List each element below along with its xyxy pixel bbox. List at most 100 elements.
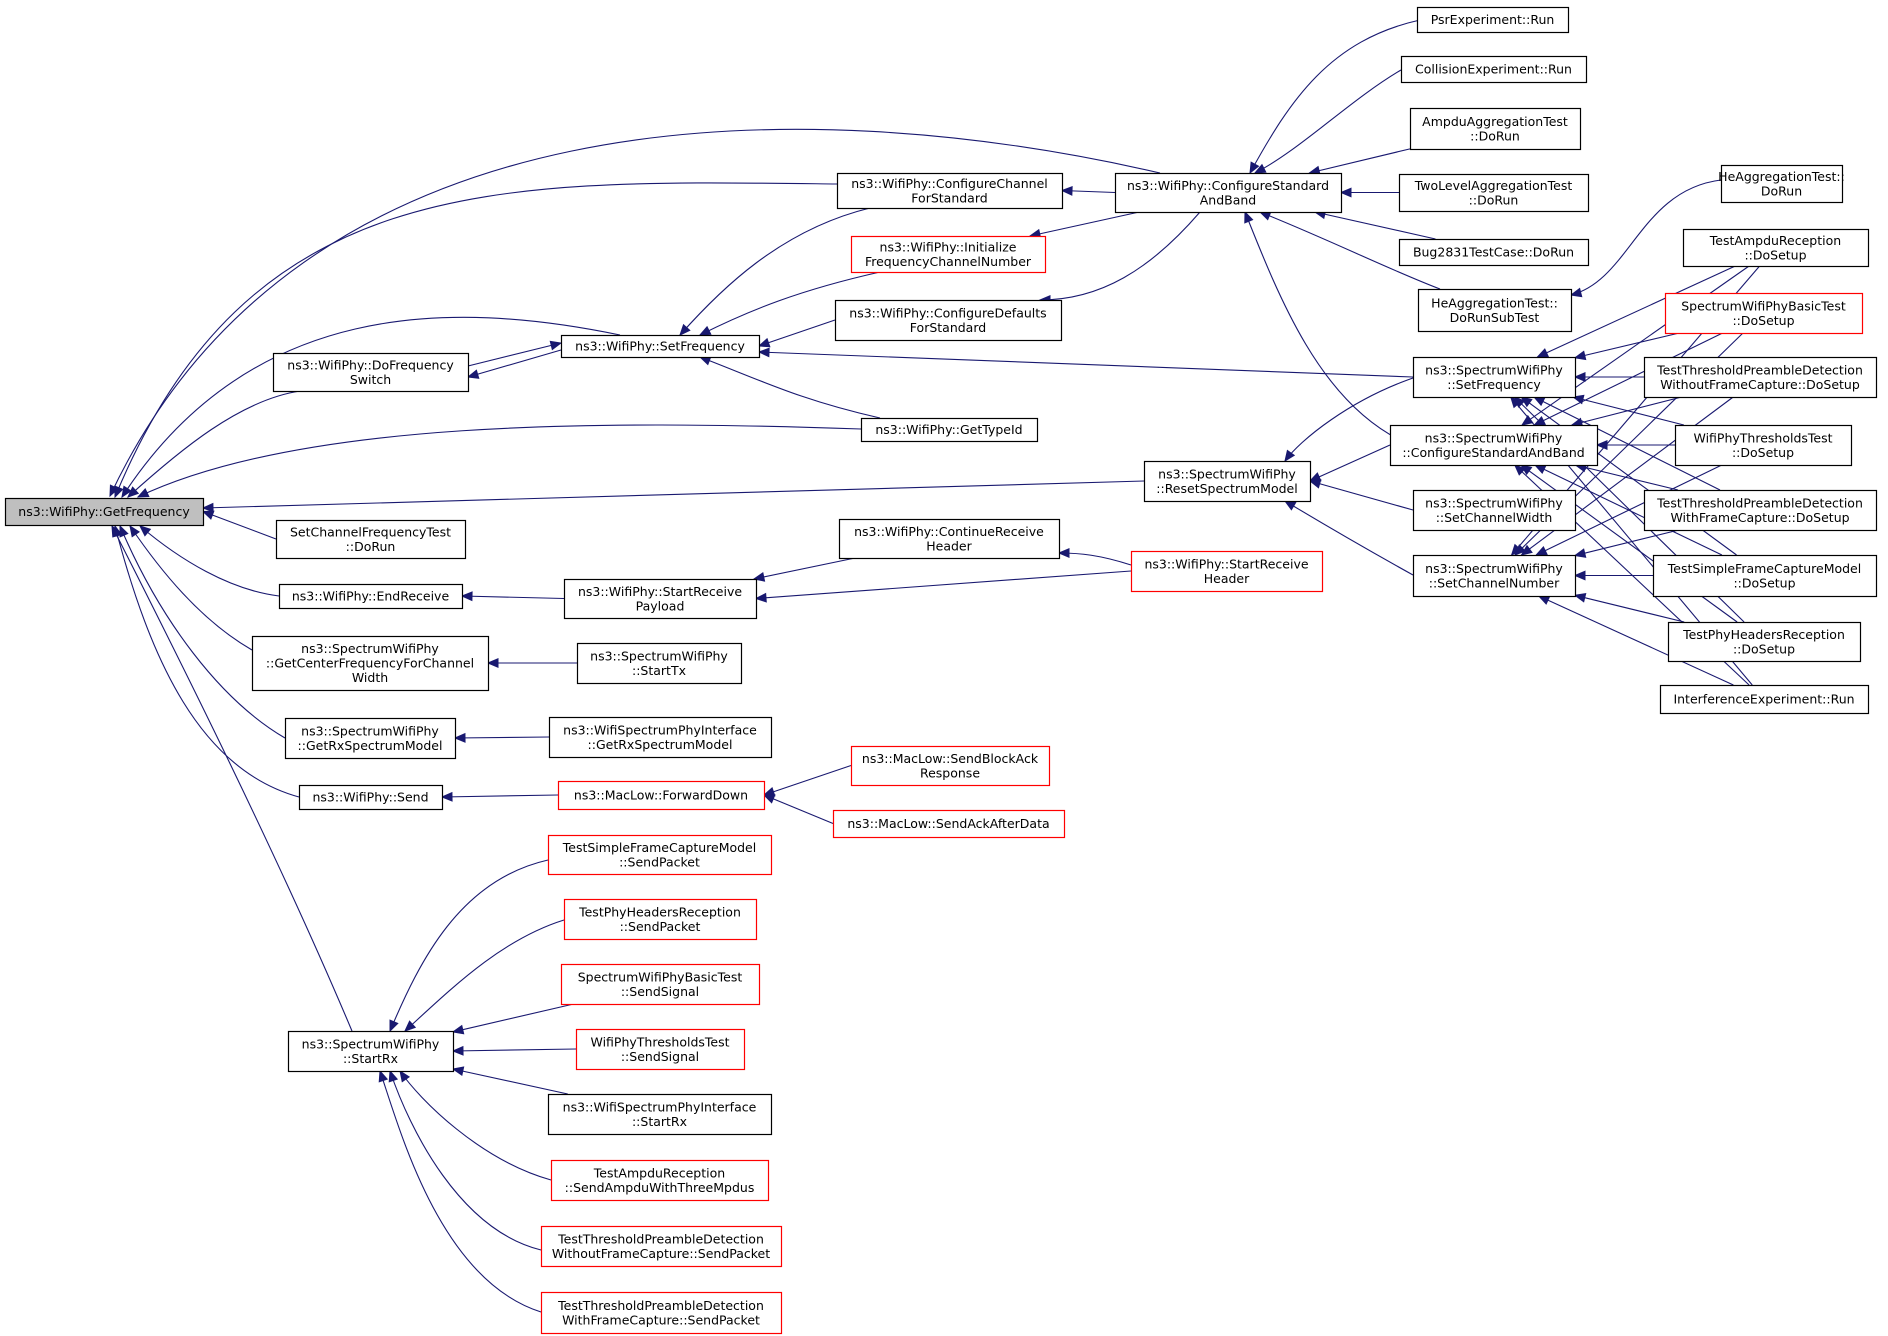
node-endrecv-box[interactable] (278, 583, 464, 610)
node-swpbasicsetup-box[interactable] (1664, 292, 1864, 335)
node-ttpdw_send[interactable]: TestThresholdPreambleDetectionWithFrameC… (540, 1291, 783, 1335)
node-bug2831-box[interactable] (1398, 238, 1590, 267)
node-getcenter-box[interactable] (251, 635, 490, 692)
node-tsfcm[interactable]: TestSimpleFrameCaptureModel::DoSetup (1652, 554, 1878, 598)
node-send-box[interactable] (298, 784, 444, 811)
node-startrecvhdr-box[interactable] (1130, 550, 1324, 593)
node-swpbasicsetup[interactable]: SpectrumWifiPhyBasicTest::DoSetup (1664, 292, 1864, 335)
node-tphr-box[interactable] (1667, 621, 1862, 663)
node-swpbasic_sig[interactable]: SpectrumWifiPhyBasicTest::SendSignal (560, 963, 761, 1006)
node-ttpdw_send-box[interactable] (540, 1291, 783, 1335)
node-wifithr_sig[interactable]: WifiPhyThresholdsTest::SendSignal (575, 1028, 746, 1071)
node-fwddown[interactable]: ns3::MacLow::ForwardDown (557, 780, 766, 811)
node-startrecvpl-box[interactable] (563, 578, 758, 620)
node-contrecvhdr-box[interactable] (838, 518, 1061, 560)
node-startrx-box[interactable] (287, 1030, 455, 1073)
node-tampdu_send-box[interactable] (550, 1159, 770, 1202)
node-cfgstd-box[interactable] (1114, 172, 1343, 214)
node-sendackafter-box[interactable] (832, 809, 1066, 839)
node-ttpdwo_send-box[interactable] (540, 1225, 783, 1268)
node-wifithr-box[interactable] (1674, 424, 1853, 467)
node-getrxspec[interactable]: ns3::SpectrumWifiPhy::GetRxSpectrumModel (284, 717, 457, 760)
node-swpstarttx[interactable]: ns3::SpectrumWifiPhy::StartTx (576, 642, 743, 685)
node-heaggsub[interactable]: HeAggregationTest::DoRunSubTest (1417, 288, 1573, 333)
node-setchfreqtest[interactable]: SetChannelFrequencyTest::DoRun (275, 519, 467, 560)
node-send[interactable]: ns3::WifiPhy::Send (298, 784, 444, 811)
node-interf[interactable]: InterferenceExperiment::Run (1659, 684, 1870, 715)
node-swpreset[interactable]: ns3::SpectrumWifiPhy::ResetSpectrumModel (1143, 460, 1312, 503)
node-swpsetfreq[interactable]: ns3::SpectrumWifiPhy::SetFrequency (1412, 356, 1577, 399)
node-tsfcm-box[interactable] (1652, 554, 1878, 598)
node-tphr[interactable]: TestPhyHeadersReception::DoSetup (1667, 621, 1862, 663)
node-coll[interactable]: CollisionExperiment::Run (1400, 55, 1588, 84)
node-setfreq[interactable]: ns3::WifiPhy::SetFrequency (560, 334, 761, 359)
node-endrecv[interactable]: ns3::WifiPhy::EndReceive (278, 583, 464, 610)
node-swpcfgstd-box[interactable] (1389, 424, 1599, 467)
node-swpreset-box[interactable] (1143, 460, 1312, 503)
node-getcenter[interactable]: ns3::SpectrumWifiPhy::GetCenterFrequency… (251, 635, 490, 692)
node-twolevel-box[interactable] (1398, 173, 1590, 213)
node-getfreq[interactable]: ns3::WifiPhy::GetFrequency (4, 497, 205, 527)
node-ttpdwo_send[interactable]: TestThresholdPreambleDetectionWithoutFra… (540, 1225, 783, 1268)
node-interf-box[interactable] (1659, 684, 1870, 715)
node-swpbasic_sig-box[interactable] (560, 963, 761, 1006)
node-ttpdwo[interactable]: TestThresholdPreambleDetectionWithoutFra… (1643, 356, 1878, 399)
node-fwddown-box[interactable] (557, 780, 766, 811)
node-heaggrun[interactable]: HeAggregationTest::DoRun (1718, 164, 1845, 204)
node-psr[interactable]: PsrExperiment::Run (1416, 6, 1570, 34)
node-startrx[interactable]: ns3::SpectrumWifiPhy::StartRx (287, 1030, 455, 1073)
node-psr-box[interactable] (1416, 6, 1570, 34)
node-heaggsub-box[interactable] (1417, 288, 1573, 333)
node-swpsetcn-box[interactable] (1412, 554, 1577, 598)
node-getrxspec-box[interactable] (284, 717, 457, 760)
node-wspi_getrx[interactable]: ns3::WifiSpectrumPhyInterface::GetRxSpec… (548, 716, 773, 759)
node-sendblockack-box[interactable] (850, 745, 1051, 787)
node-wspi_startrx[interactable]: ns3::WifiSpectrumPhyInterface::StartRx (547, 1093, 773, 1136)
node-setchfreqtest-box[interactable] (275, 519, 467, 560)
node-bug2831[interactable]: Bug2831TestCase::DoRun (1398, 238, 1590, 267)
node-wspi_startrx-box[interactable] (547, 1093, 773, 1136)
node-cfgdef-box[interactable] (834, 299, 1063, 342)
node-wifithr_sig-box[interactable] (575, 1028, 746, 1071)
node-initfreq-box[interactable] (850, 235, 1047, 274)
node-wspi_getrx-box[interactable] (548, 716, 773, 759)
node-gettypeid-box[interactable] (860, 417, 1039, 443)
node-tphr_send[interactable]: TestPhyHeadersReception::SendPacket (563, 898, 758, 941)
node-ttpdwo-box[interactable] (1643, 356, 1878, 399)
node-tampdu_send[interactable]: TestAmpduReception::SendAmpduWithThreeMp… (550, 1159, 770, 1202)
node-setfreq-box[interactable] (560, 334, 761, 359)
node-sendackafter[interactable]: ns3::MacLow::SendAckAfterData (832, 809, 1066, 839)
node-wifithr[interactable]: WifiPhyThresholdsTest::DoSetup (1674, 424, 1853, 467)
node-getfreq-box[interactable] (4, 497, 205, 527)
node-cfgchan-box[interactable] (836, 172, 1064, 210)
node-gettypeid[interactable]: ns3::WifiPhy::GetTypeId (860, 417, 1039, 443)
node-ttpdw-box[interactable] (1643, 489, 1878, 532)
node-tsfcm_send[interactable]: TestSimpleFrameCaptureModel::SendPacket (547, 834, 773, 876)
node-tampdusetup[interactable]: TestAmpduReception::DoSetup (1682, 228, 1870, 268)
node-coll-box[interactable] (1400, 55, 1588, 84)
node-ampduagg[interactable]: AmpduAggregationTest::DoRun (1409, 107, 1582, 151)
node-cfgchan[interactable]: ns3::WifiPhy::ConfigureChannelForStandar… (836, 172, 1064, 210)
node-initfreq[interactable]: ns3::WifiPhy::InitializeFrequencyChannel… (850, 235, 1047, 274)
node-tphr_send-box[interactable] (563, 898, 758, 941)
node-tsfcm_send-box[interactable] (547, 834, 773, 876)
node-swpsetcw[interactable]: ns3::SpectrumWifiPhy::SetChannelWidth (1412, 489, 1577, 532)
node-ampduagg-box[interactable] (1409, 107, 1582, 151)
node-cfgdef[interactable]: ns3::WifiPhy::ConfigureDefaultsForStanda… (834, 299, 1063, 342)
node-twolevel[interactable]: TwoLevelAggregationTest::DoRun (1398, 173, 1590, 213)
node-ttpdw[interactable]: TestThresholdPreambleDetectionWithFrameC… (1643, 489, 1878, 532)
node-dofreqsw-box[interactable] (272, 352, 470, 393)
node-heaggrun-box[interactable] (1720, 164, 1844, 204)
node-cfgstd[interactable]: ns3::WifiPhy::ConfigureStandardAndBand (1114, 172, 1343, 214)
node-tampdusetup-box[interactable] (1682, 228, 1870, 268)
node-swpsetcn[interactable]: ns3::SpectrumWifiPhy::SetChannelNumber (1412, 554, 1577, 598)
node-swpcfgstd[interactable]: ns3::SpectrumWifiPhy::ConfigureStandardA… (1389, 424, 1599, 467)
node-swpstarttx-box[interactable] (576, 642, 743, 685)
node-swpsetfreq-box[interactable] (1412, 356, 1577, 399)
node-swpsetcw-box[interactable] (1412, 489, 1577, 532)
